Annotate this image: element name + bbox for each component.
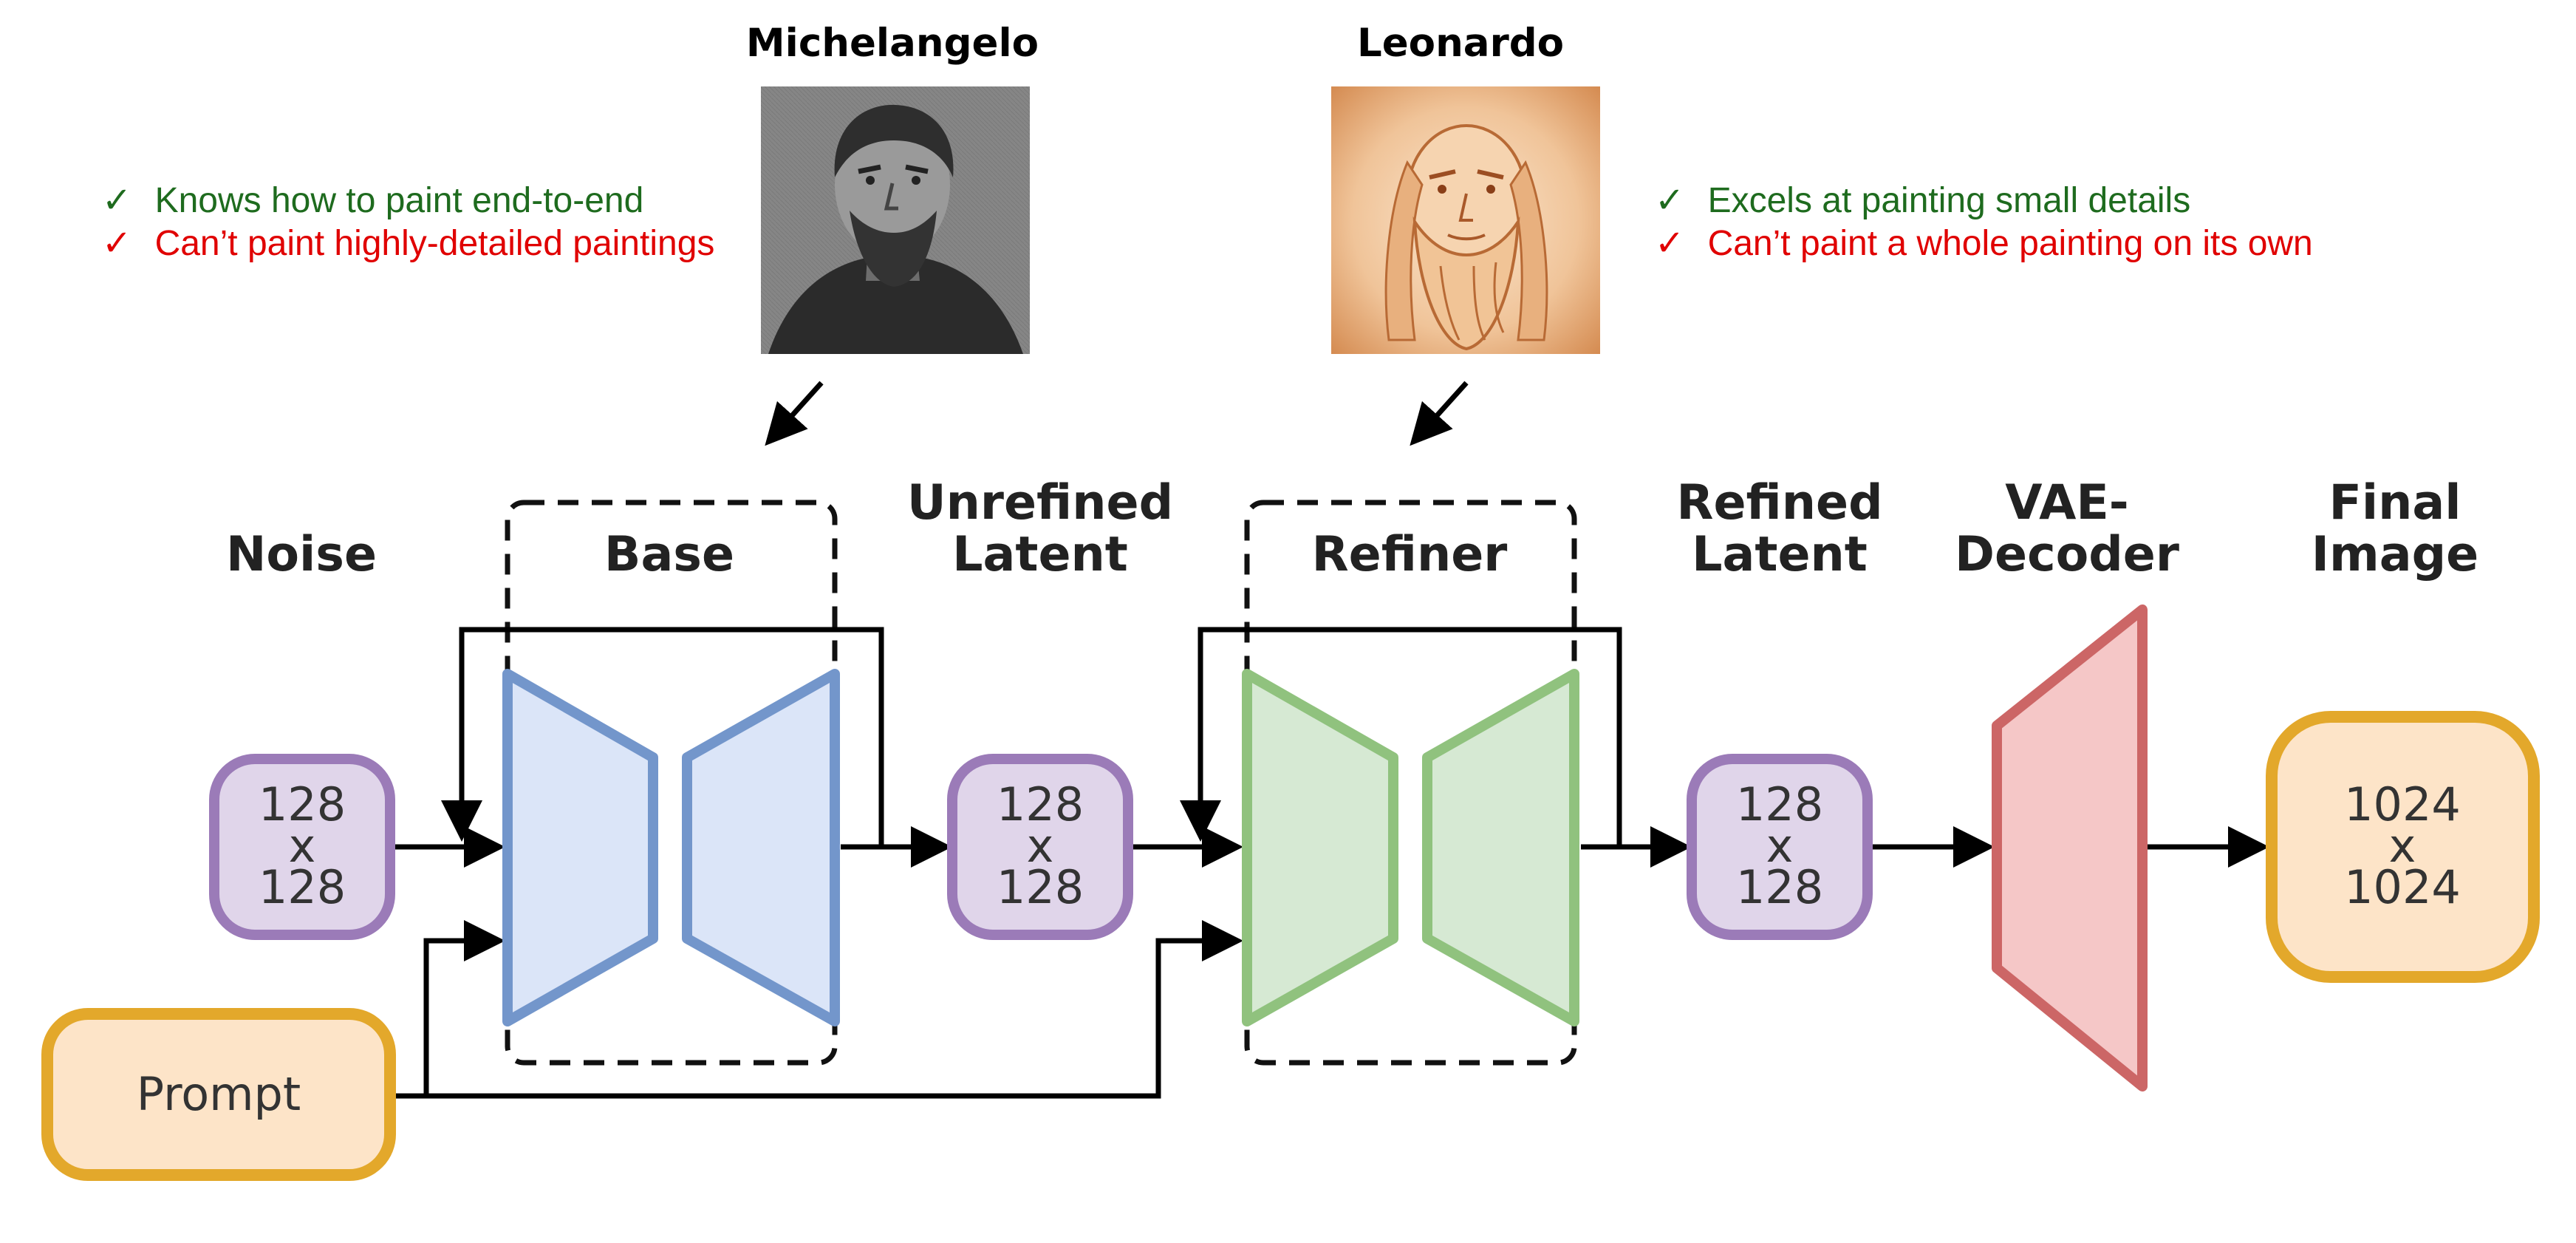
check-icon: ✓ (1655, 181, 1684, 220)
svg-text:✓ Can’t paint a whole pa: ✓ Can’t paint a whole painting on its ow… (1655, 224, 2313, 263)
stage-label-refiner: Refiner (1312, 527, 1508, 582)
check-icon: ✓ (102, 224, 131, 263)
notes-left: ✓ Knows how to paint end-to-end ✓ Can’t … (102, 181, 714, 263)
refiner-encoder-shape (1242, 669, 1398, 1026)
prompt-to-base-connector (394, 920, 505, 1099)
refiner-unet (1242, 669, 1579, 1026)
check-icon: ✓ (102, 181, 131, 220)
note-right-pro: Excels at painting small details (1708, 181, 2191, 220)
prompt-box: Prompt (41, 1008, 396, 1181)
leonardo-pointer-arrow (1410, 381, 1469, 446)
leonardo-portrait (1331, 86, 1600, 354)
portrait-name-leonardo: Leonardo (1357, 21, 1564, 66)
svg-text:✓ Excels at painting sma: ✓ Excels at painting small details (1655, 181, 2190, 220)
prompt-to-refiner-connector (426, 920, 1243, 1099)
svg-text:✓ Can’t paint highly-det: ✓ Can’t paint highly-detailed paintings (102, 224, 714, 263)
stage-label-vae-decoder: VAE-Decoder (1955, 475, 2179, 582)
note-left-pro: Knows how to paint end-to-end (155, 181, 644, 220)
note-left-con: Can’t paint highly-detailed paintings (155, 224, 715, 263)
base-encoder-shape (502, 669, 658, 1026)
base-loop-connector (441, 627, 884, 847)
note-right-con: Can’t paint a whole painting on its own (1708, 224, 2313, 263)
base-unet (502, 669, 840, 1026)
stage-label-base: Base (604, 527, 734, 582)
refiner-decoder-shape (1422, 669, 1579, 1026)
notes-right: ✓ Excels at painting small details ✓ Can… (1655, 181, 2313, 263)
refiner-loop-connector (1180, 627, 1622, 847)
stage-label-noise: Noise (226, 527, 377, 582)
check-icon: ✓ (1655, 224, 1684, 263)
svg-text:✓ Knows how to paint end: ✓ Knows how to paint end-to-end (102, 181, 643, 220)
portrait-name-michelangelo: Michelangelo (746, 21, 1039, 66)
vae-decoder-shape (1992, 605, 2148, 1092)
base-decoder-shape (682, 669, 840, 1026)
michelangelo-pointer-arrow (765, 381, 824, 446)
michelangelo-portrait (761, 86, 1030, 354)
prompt-label: Prompt (137, 1067, 301, 1121)
